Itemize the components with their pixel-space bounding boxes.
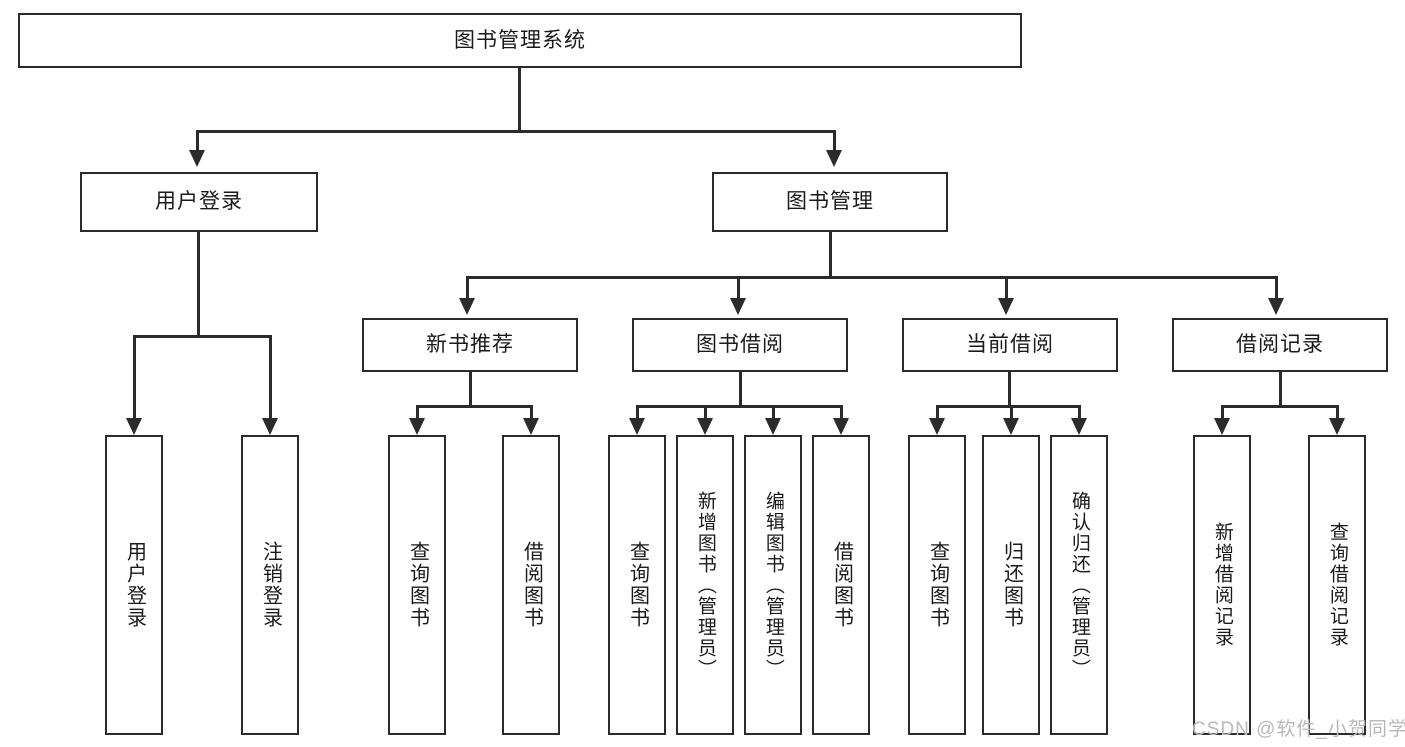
edge-borrow-to-leaf3 (772, 405, 775, 418)
node-label: 编辑图书（管理员） (762, 490, 784, 680)
leaf-record-query[interactable]: 查询借阅记录 (1308, 435, 1366, 735)
node-label: 查询图书 (626, 541, 649, 629)
node-current-borrow[interactable]: 当前借阅 (902, 318, 1118, 372)
edge-bookmgmt-to-rec (466, 276, 469, 298)
edge-borrow-to-leaf2 (704, 405, 707, 418)
edge-root-bar (196, 130, 836, 133)
arrowhead-current-leaf2 (1003, 418, 1019, 435)
leaf-user-login[interactable]: 用户登录 (105, 435, 163, 735)
leaf-rec-borrow-book[interactable]: 借阅图书 (502, 435, 560, 735)
edge-current-to-leaf2 (1010, 405, 1013, 418)
arrowhead-rec-leaf2 (523, 418, 539, 435)
leaf-user-logout[interactable]: 注销登录 (241, 435, 299, 735)
node-label: 查询图书 (406, 541, 429, 629)
arrowhead-login-leaf1 (126, 418, 142, 435)
node-user-login[interactable]: 用户登录 (80, 172, 318, 232)
edge-bookmgmt-to-current (1005, 276, 1008, 298)
node-label: 确认归还（管理员） (1068, 490, 1090, 680)
leaf-current-query-book[interactable]: 查询图书 (908, 435, 966, 735)
node-label: 查询图书 (926, 541, 949, 629)
arrowhead-bookmgmt-record (1268, 298, 1284, 315)
arrowhead-record-leaf1 (1214, 418, 1230, 435)
arrowhead-borrow-leaf4 (833, 418, 849, 435)
arrowhead-borrow-leaf2 (697, 418, 713, 435)
node-label: 借阅图书 (830, 541, 853, 629)
node-label: 查询借阅记录 (1326, 522, 1348, 648)
edge-record-to-leaf2 (1336, 405, 1339, 418)
arrowhead-login-leaf2 (262, 418, 278, 435)
edge-rec-to-leaf1 (416, 405, 419, 418)
watermark: CSDN @软件_小贺同学 (1192, 719, 1405, 740)
edge-borrow-bar (636, 405, 843, 408)
leaf-current-return-book[interactable]: 归还图书 (982, 435, 1040, 735)
edge-current-stem (1008, 372, 1011, 407)
edge-login-to-leaf2 (269, 335, 272, 418)
arrowhead-record-leaf2 (1329, 418, 1345, 435)
node-label: 用户登录 (155, 190, 243, 214)
node-label: 归还图书 (1000, 541, 1023, 629)
edge-root-to-login (196, 130, 199, 150)
edge-rec-to-leaf2 (530, 405, 533, 418)
arrowhead-bookmgmt-current (998, 298, 1014, 315)
arrowhead-current-leaf3 (1071, 418, 1087, 435)
node-label: 用户登录 (123, 541, 146, 629)
edge-borrow-to-leaf1 (636, 405, 639, 418)
edge-login-stem (197, 232, 200, 337)
node-label: 图书管理系统 (454, 28, 586, 52)
arrowhead-bookmgmt-borrow (730, 298, 746, 315)
node-book-management[interactable]: 图书管理 (712, 172, 948, 232)
edge-borrow-to-leaf4 (840, 405, 843, 418)
arrowhead-bookmgmt-rec (459, 298, 475, 315)
node-label: 图书管理 (786, 190, 874, 214)
leaf-borrow-add-book[interactable]: 新增图书（管理员） (676, 435, 734, 735)
edge-current-to-leaf3 (1078, 405, 1081, 418)
node-label: 当前借阅 (966, 333, 1054, 357)
edge-current-to-leaf1 (936, 405, 939, 418)
leaf-borrow-edit-book[interactable]: 编辑图书（管理员） (744, 435, 802, 735)
node-root-system[interactable]: 图书管理系统 (18, 13, 1022, 68)
node-new-book-recommend[interactable]: 新书推荐 (362, 318, 578, 372)
edge-rec-stem (469, 372, 472, 407)
node-label: 新增借阅记录 (1211, 522, 1233, 648)
node-borrow-record[interactable]: 借阅记录 (1172, 318, 1388, 372)
leaf-borrow-borrow-book[interactable]: 借阅图书 (812, 435, 870, 735)
arrowhead-root-to-bookmgmt (826, 150, 842, 167)
arrowhead-borrow-leaf3 (765, 418, 781, 435)
leaf-borrow-query-book[interactable]: 查询图书 (608, 435, 666, 735)
edge-login-to-leaf1 (133, 335, 136, 418)
node-label: 注销登录 (259, 541, 282, 629)
node-label: 新增图书（管理员） (694, 490, 716, 680)
edge-bookmgmt-to-borrow (737, 276, 740, 298)
arrowhead-borrow-leaf1 (629, 418, 645, 435)
edge-bookmgmt-stem (829, 232, 832, 278)
edge-current-bar (936, 405, 1081, 408)
leaf-record-add[interactable]: 新增借阅记录 (1193, 435, 1251, 735)
node-label: 借阅图书 (520, 541, 543, 629)
edge-login-bar (133, 335, 272, 338)
arrowhead-root-to-login (189, 150, 205, 167)
edge-bookmgmt-to-record (1275, 276, 1278, 298)
node-book-borrow[interactable]: 图书借阅 (632, 318, 848, 372)
leaf-current-confirm-return[interactable]: 确认归还（管理员） (1050, 435, 1108, 735)
node-label: 图书借阅 (696, 333, 784, 357)
edge-record-to-leaf1 (1221, 405, 1224, 418)
edge-root-stem (518, 68, 521, 132)
node-label: 借阅记录 (1236, 333, 1324, 357)
edge-record-bar (1221, 405, 1339, 408)
edge-borrow-stem (739, 372, 742, 407)
arrowhead-rec-leaf1 (409, 418, 425, 435)
edge-root-to-bookmgmt (833, 130, 836, 150)
edge-rec-bar (416, 405, 533, 408)
node-label: 新书推荐 (426, 333, 514, 357)
edge-bookmgmt-bar (466, 276, 1278, 279)
arrowhead-current-leaf1 (929, 418, 945, 435)
leaf-rec-query-book[interactable]: 查询图书 (388, 435, 446, 735)
edge-record-stem (1279, 372, 1282, 407)
